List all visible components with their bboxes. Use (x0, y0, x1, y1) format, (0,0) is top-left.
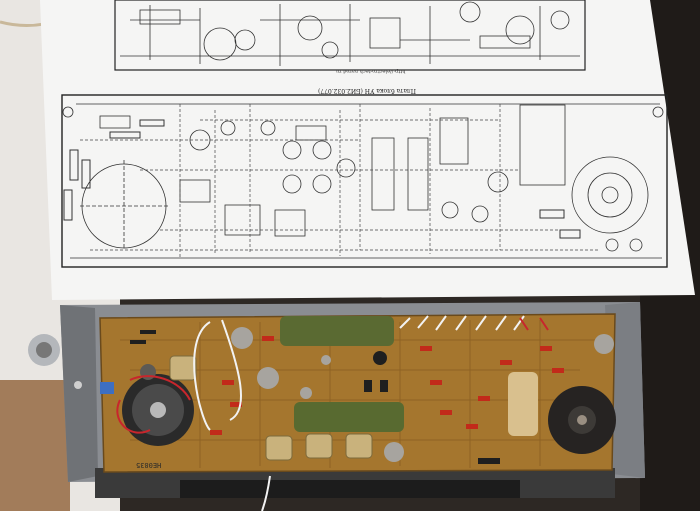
pcb-board (99, 313, 616, 511)
pcb-marking: НЕ0835 (136, 461, 162, 469)
schematic-caption: Плата блока УН (БИ2.032.077) (318, 87, 417, 94)
schematic-subcaption: http://electro-tech.narod.ru (336, 68, 406, 74)
schematic-paper (40, 0, 695, 300)
